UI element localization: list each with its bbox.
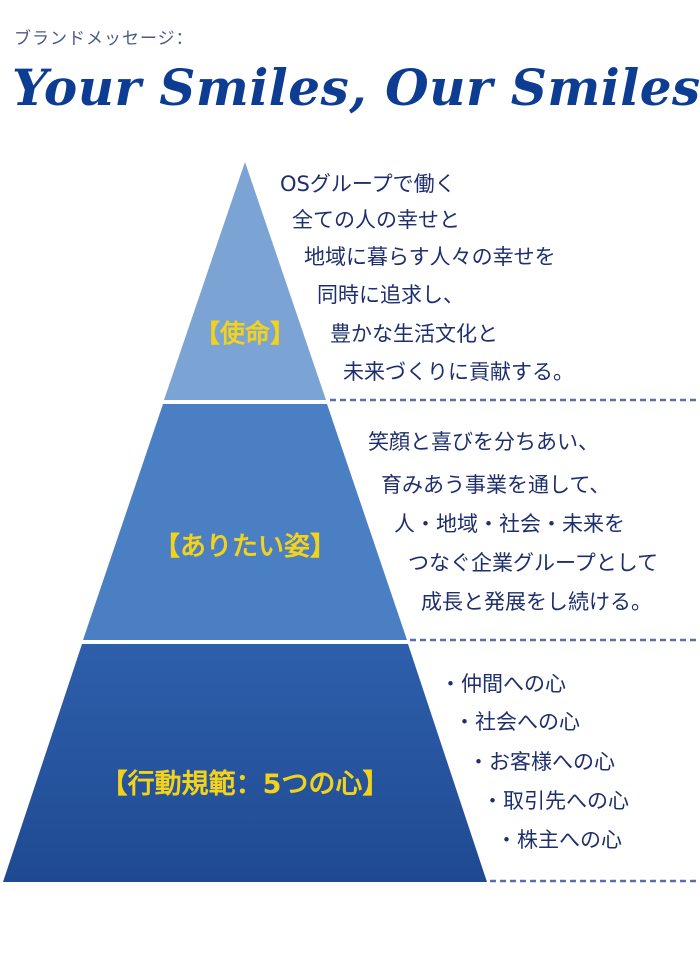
tier-label-mission: 【使命】 <box>194 319 296 348</box>
vision-text-line: 成長と発展をし続ける。 <box>421 590 652 614</box>
vision-text-line: 笑顔と喜びを分ちあい、 <box>368 430 599 454</box>
mission-text-line: 未来づくりに貢献する。 <box>343 360 574 384</box>
mission-text-line: 全ての人の幸せと <box>292 208 460 232</box>
tier-label-vision: 【ありたい姿】 <box>153 532 337 562</box>
brand-headline: Your Smiles, Our Smiles. <box>12 58 700 117</box>
mission-text-line: 地域に暮らす人々の幸せを <box>304 245 556 269</box>
conduct-text-line: ・仲間への心 <box>440 672 566 696</box>
mission-text-line: 豊かな生活文化と <box>330 322 498 346</box>
conduct-text-line: ・株主への心 <box>496 828 622 852</box>
conduct-text-line: ・社会への心 <box>454 710 580 734</box>
mission-text-line: 同時に追求し、 <box>317 283 464 307</box>
pyramid-tier-conduct <box>3 644 487 882</box>
eyebrow-label: ブランドメッセージ： <box>14 29 194 49</box>
mission-text-line: OSグループで働く <box>280 172 456 196</box>
vision-text-line: つなぐ企業グループとして <box>408 551 659 575</box>
conduct-text-line: ・取引先への心 <box>482 789 629 813</box>
pyramid-tier-mission <box>164 162 326 400</box>
vision-text-line: 育みあう事業を通して、 <box>381 473 611 497</box>
conduct-text-line: ・お客様への心 <box>468 750 615 774</box>
tier-label-conduct: 【行動規範：5つの心】 <box>100 769 390 800</box>
pyramid-tier-vision <box>83 404 407 640</box>
vision-text-line: 人・地域・社会・未来を <box>394 512 625 536</box>
